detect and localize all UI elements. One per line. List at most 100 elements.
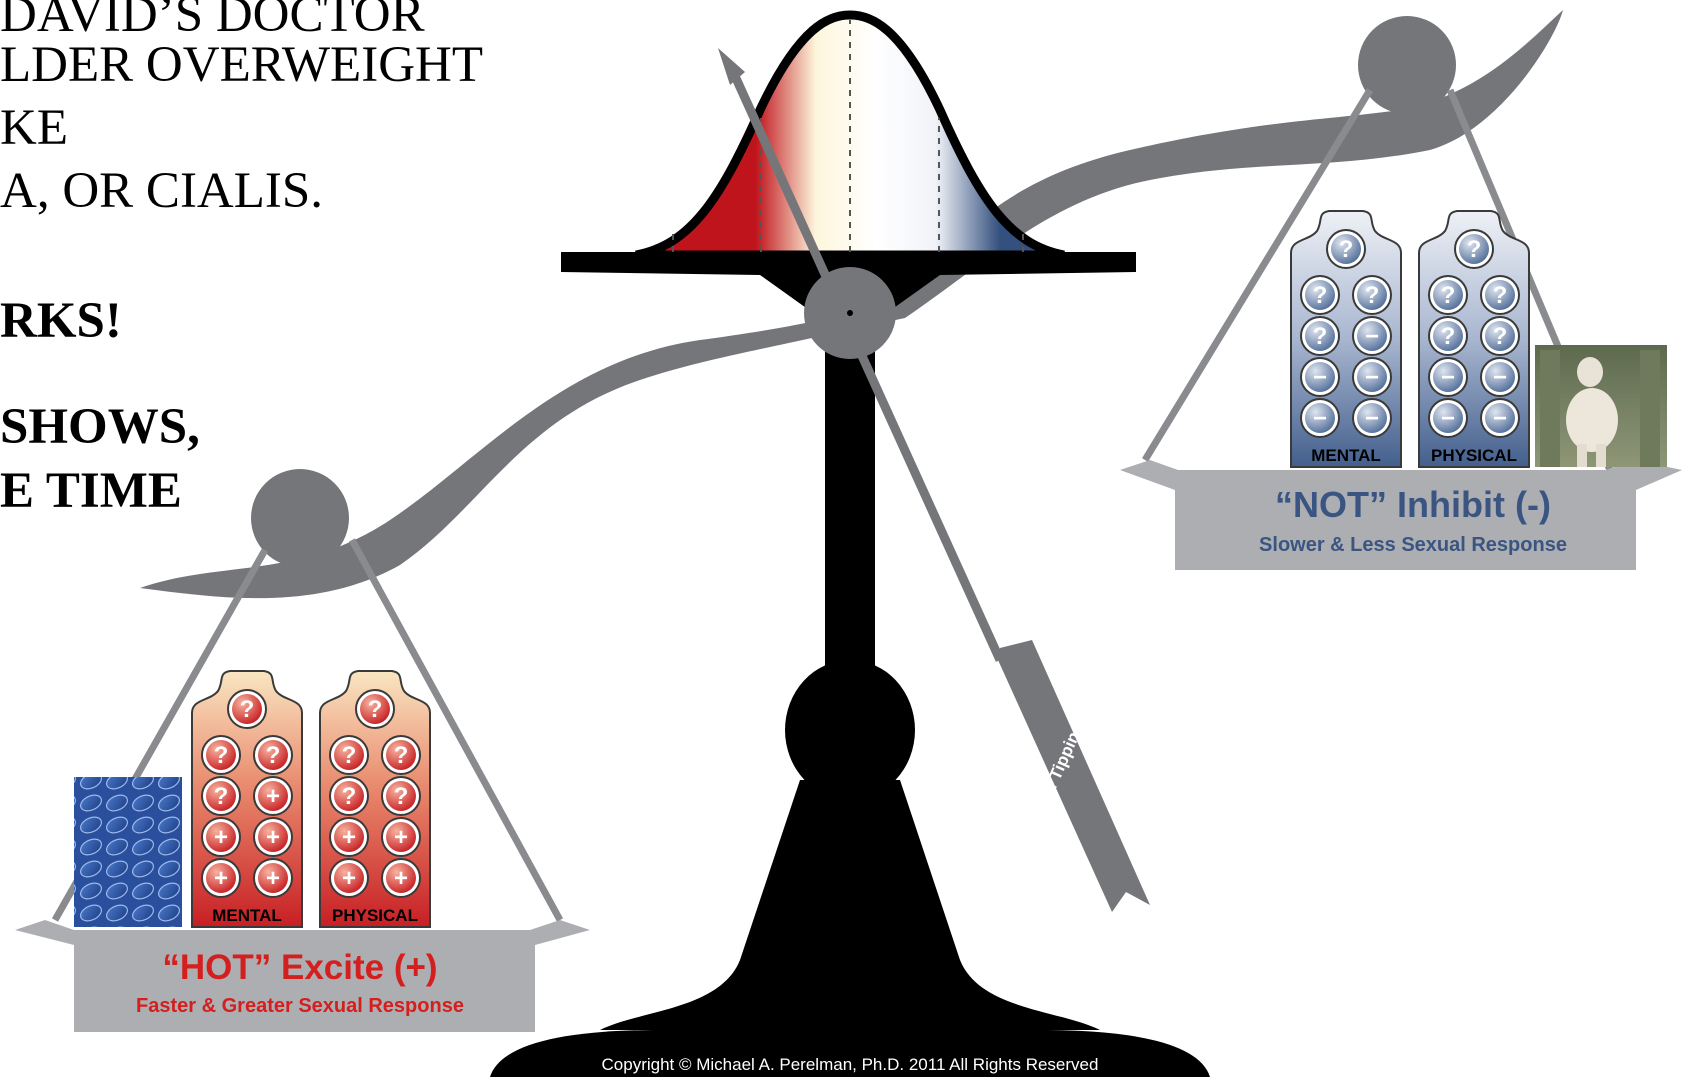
minus-icon: − xyxy=(1429,358,1467,396)
plus-icon: + xyxy=(382,859,420,897)
plus-icon: + xyxy=(330,859,368,897)
left-pan: ???? + + + + + MENTAL????? + + + + PHYSICAL “HOT” E… xyxy=(15,671,590,1032)
svg-text:+: + xyxy=(342,865,356,892)
question-icon: ? xyxy=(382,736,420,774)
minus-icon: − xyxy=(1481,399,1519,437)
svg-text:?: ? xyxy=(214,742,229,769)
weight-label: MENTAL xyxy=(212,906,282,925)
right-pan-title: “NOT” Inhibit (-) xyxy=(1275,484,1551,525)
svg-text:?: ? xyxy=(1467,236,1482,263)
question-icon: ? xyxy=(382,777,420,815)
svg-text:+: + xyxy=(394,865,408,892)
svg-text:−: − xyxy=(1441,364,1455,391)
svg-text:−: − xyxy=(1313,364,1327,391)
question-icon: ? xyxy=(1301,317,1339,355)
minus-icon: − xyxy=(1481,358,1519,396)
left-pan-photo-pills xyxy=(74,777,182,927)
minus-icon: − xyxy=(1353,317,1391,355)
question-icon: ? xyxy=(202,777,240,815)
weight-label: PHYSICAL xyxy=(332,906,418,925)
svg-text:+: + xyxy=(266,865,280,892)
svg-text:?: ? xyxy=(1313,282,1328,309)
scale-stand xyxy=(490,330,1210,1077)
svg-text:?: ? xyxy=(1365,282,1380,309)
left-pan-subtitle: Faster & Greater Sexual Response xyxy=(136,995,464,1017)
plus-icon: + xyxy=(254,777,292,815)
svg-text:−: − xyxy=(1441,405,1455,432)
plus-icon: + xyxy=(382,818,420,856)
question-icon: ? xyxy=(1327,230,1365,268)
svg-text:?: ? xyxy=(1339,236,1354,263)
svg-text:+: + xyxy=(214,865,228,892)
minus-icon: − xyxy=(1353,399,1391,437)
copyright-text: Copyright © Michael A. Perelman, Ph.D. 2… xyxy=(602,1055,1099,1074)
svg-text:−: − xyxy=(1493,405,1507,432)
right-pan-weights: ???? − − − − − MENTAL????? − − − − PHYSICAL xyxy=(1291,211,1529,467)
question-icon: ? xyxy=(254,736,292,774)
right-pan: ???? − − − − − MENTAL????? − − − − PHYSICAL “NOT” I… xyxy=(1120,211,1682,570)
svg-text:+: + xyxy=(394,824,408,851)
left-pan-title: “HOT” Excite (+) xyxy=(162,948,437,987)
question-icon: ? xyxy=(330,736,368,774)
question-icon: ? xyxy=(1481,276,1519,314)
stand-pole xyxy=(825,330,875,670)
weight-label: MENTAL xyxy=(1311,446,1381,465)
plus-icon: + xyxy=(254,818,292,856)
central-pivot-pin xyxy=(847,310,853,316)
weight-block-mental: ???? + + + + + MENTAL xyxy=(192,671,302,927)
svg-text:+: + xyxy=(214,824,228,851)
weight-block-physical: ????? − − − − PHYSICAL xyxy=(1419,211,1529,467)
svg-text:?: ? xyxy=(394,742,409,769)
svg-text:?: ? xyxy=(266,742,281,769)
minus-icon: − xyxy=(1301,358,1339,396)
minus-icon: − xyxy=(1353,358,1391,396)
weight-block-physical: ????? + + + + PHYSICAL xyxy=(320,671,430,927)
svg-text:−: − xyxy=(1365,364,1379,391)
weight-label: PHYSICAL xyxy=(1431,446,1517,465)
minus-icon: − xyxy=(1301,399,1339,437)
question-icon: ? xyxy=(1455,230,1493,268)
weight-block-mental: ???? − − − − − MENTAL xyxy=(1291,211,1401,467)
question-icon: ? xyxy=(356,690,394,728)
svg-text:?: ? xyxy=(1441,323,1456,350)
svg-text:+: + xyxy=(266,783,280,810)
right-pan-subtitle: Slower & Less Sexual Response xyxy=(1259,534,1567,556)
svg-text:?: ? xyxy=(240,696,255,723)
minus-icon: − xyxy=(1429,399,1467,437)
question-icon: ? xyxy=(330,777,368,815)
svg-text:+: + xyxy=(266,824,280,851)
plus-icon: + xyxy=(202,859,240,897)
svg-text:+: + xyxy=(342,824,356,851)
svg-text:?: ? xyxy=(342,783,357,810)
svg-text:?: ? xyxy=(342,742,357,769)
svg-text:?: ? xyxy=(1493,323,1508,350)
svg-text:?: ? xyxy=(394,783,409,810)
question-icon: ? xyxy=(1353,276,1391,314)
plus-icon: + xyxy=(202,818,240,856)
svg-text:−: − xyxy=(1365,323,1379,350)
right-pivot-knob xyxy=(1358,16,1456,114)
question-icon: ? xyxy=(202,736,240,774)
question-icon: ? xyxy=(1429,317,1467,355)
svg-text:?: ? xyxy=(368,696,383,723)
svg-text:−: − xyxy=(1313,405,1327,432)
svg-text:?: ? xyxy=(1313,323,1328,350)
plus-icon: + xyxy=(254,859,292,897)
stand-knob xyxy=(785,660,915,800)
svg-text:−: − xyxy=(1365,405,1379,432)
plus-icon: + xyxy=(330,818,368,856)
svg-text:−: − xyxy=(1493,364,1507,391)
svg-text:?: ? xyxy=(1493,282,1508,309)
question-icon: ? xyxy=(1301,276,1339,314)
question-icon: ? xyxy=(1481,317,1519,355)
question-icon: ? xyxy=(1429,276,1467,314)
svg-text:?: ? xyxy=(214,783,229,810)
right-pan-photo-statue xyxy=(1535,345,1667,467)
left-pan-weights: ???? + + + + + MENTAL????? + + + + PHYSICAL xyxy=(192,671,430,927)
question-icon: ? xyxy=(228,690,266,728)
tipping-arrow-fletching xyxy=(998,640,1150,912)
svg-text:?: ? xyxy=(1441,282,1456,309)
bell-curve-fill xyxy=(636,15,1064,255)
